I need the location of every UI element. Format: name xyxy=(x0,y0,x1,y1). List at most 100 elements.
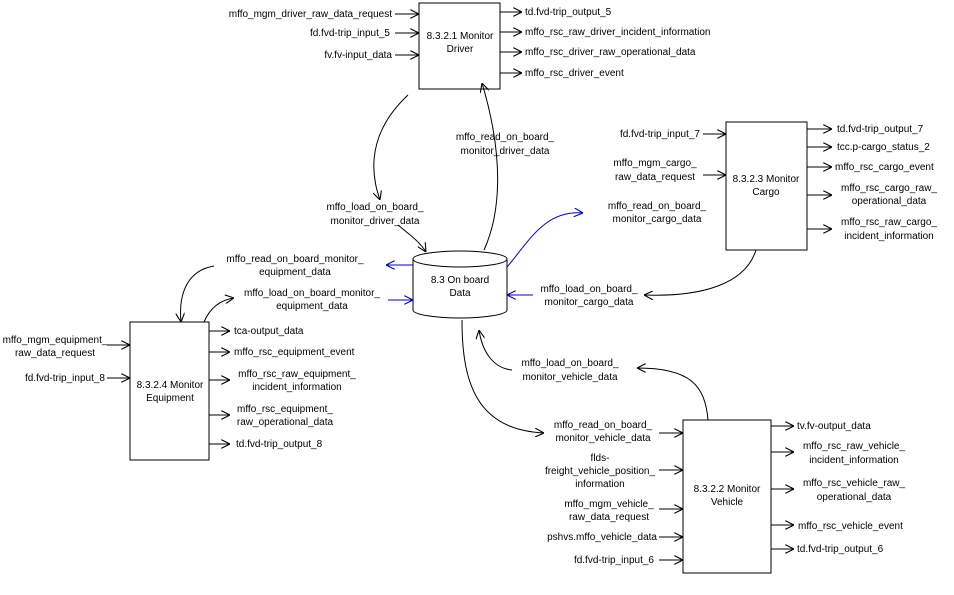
flow-read-driver[interactable]: mffo_read_on_board_ monitor_driver_data xyxy=(456,83,555,251)
flow-driver-in-3[interactable]: fv.fv-input_data xyxy=(324,50,419,61)
flow-driver-in-1-label: mffo_mgm_driver_raw_data_request xyxy=(229,9,392,20)
flow-driver-out-3[interactable]: mffo_rsc_driver_raw_operational_data xyxy=(500,47,696,58)
flow-veh-out-2[interactable]: mffo_rsc_raw_vehicle_ incident_informati… xyxy=(771,441,905,466)
flow-veh-out-2-label-2: incident_information xyxy=(809,455,899,466)
flow-cargo-in-2[interactable]: mffo_mgm_cargo_ raw_data_request xyxy=(613,158,726,183)
flow-load-driver-label-2: monitor_driver_data xyxy=(331,216,420,227)
flow-veh-out-4[interactable]: mffo_rsc_vehicle_event xyxy=(771,521,903,532)
flow-equip-in-2[interactable]: fd.fvd-trip_input_8 xyxy=(25,373,130,384)
flow-veh-out-3[interactable]: mffo_rsc_vehicle_raw_ operational_data xyxy=(771,478,905,503)
process-monitor-equipment-box xyxy=(129,321,210,461)
flow-equip-out-3-label-1: mffo_rsc_raw_equipment_ xyxy=(238,369,356,380)
flow-veh-out-4-label: mffo_rsc_vehicle_event xyxy=(798,521,903,532)
flow-veh-in-2[interactable]: mffo_mgm_vehicle_ raw_data_request xyxy=(564,499,683,523)
flow-load-driver-arrow-2 xyxy=(397,224,426,252)
flow-cargo-in-1-label: fd.fvd-trip_input_7 xyxy=(620,129,700,140)
flow-cargo-in-2-label-2: raw_data_request xyxy=(615,172,695,183)
flow-equip-out-5[interactable]: td.fvd-trip_output_8 xyxy=(209,439,323,450)
flow-veh-out-1[interactable]: tv.fv-output_data xyxy=(771,421,871,432)
flow-driver-out-3-label: mffo_rsc_driver_raw_operational_data xyxy=(525,47,696,58)
flow-veh-out-3-label-2: operational_data xyxy=(817,492,892,503)
flow-load-vehicle[interactable]: mffo_load_on_board_ monitor_vehicle_data xyxy=(479,330,709,421)
flow-veh-in-2-label-1: mffo_mgm_vehicle_ xyxy=(564,499,654,510)
flow-cargo-out-1[interactable]: td.fvd-trip_output_7 xyxy=(807,124,924,135)
flow-cargo-out-3[interactable]: mffo_rsc_cargo_event xyxy=(807,162,934,173)
flow-equip-out-3-label-2: incident_information xyxy=(252,382,342,393)
process-monitor-equipment-label-1: 8.3.2.4 Monitor xyxy=(137,380,204,391)
flow-load-equipment-label-1: mffo_load_on_board_monitor_ xyxy=(244,288,380,299)
flow-cargo-out-4-label-2: operational_data xyxy=(852,196,927,207)
flow-driver-out-4[interactable]: mffo_rsc_driver_event xyxy=(500,68,624,79)
flow-read-vehicle[interactable]: mffo_read_on_board_ monitor_vehicle_data xyxy=(461,319,683,444)
flow-equip-in-1[interactable]: mffo_mgm_equipment_ raw_data_request xyxy=(3,335,130,359)
flow-load-cargo-label-2: monitor_cargo_data xyxy=(545,297,634,308)
flow-equip-out-1[interactable]: tca-output_data xyxy=(209,326,304,337)
flow-veh-out-5-label: td.fvd-trip_output_6 xyxy=(797,544,884,555)
flow-veh-in-1[interactable]: flds- freight_vehicle_position_ informat… xyxy=(545,453,683,490)
flow-read-vehicle-label-1: mffo_read_on_board_ xyxy=(554,420,653,431)
flow-cargo-in-2-label-1: mffo_mgm_cargo_ xyxy=(613,158,697,169)
process-monitor-vehicle[interactable]: 8.3.2.2 Monitor Vehicle xyxy=(682,419,772,574)
flow-load-cargo[interactable]: mffo_load_on_board_ monitor_cargo_data xyxy=(507,249,757,308)
flow-driver-out-2[interactable]: mffo_rsc_raw_driver_incident_information xyxy=(500,27,710,38)
flow-read-cargo-label-2: monitor_cargo_data xyxy=(613,214,702,225)
flow-cargo-out-2-label: tcc.p-cargo_status_2 xyxy=(837,142,930,153)
flow-equip-out-3[interactable]: mffo_rsc_raw_equipment_ incident_informa… xyxy=(209,369,356,393)
flow-equip-out-4[interactable]: mffo_rsc_equipment_ raw_operational_data xyxy=(209,404,334,428)
flow-cargo-in-1[interactable]: fd.fvd-trip_input_7 xyxy=(620,129,726,140)
flow-driver-out-1[interactable]: td.fvd-trip_output_5 xyxy=(500,7,612,18)
process-monitor-equipment[interactable]: 8.3.2.4 Monitor Equipment xyxy=(129,321,210,461)
flow-load-vehicle-label-1: mffo_load_on_board_ xyxy=(521,358,619,369)
flow-driver-out-1-label: td.fvd-trip_output_5 xyxy=(525,7,612,18)
flow-read-equipment[interactable]: mffo_read_on_board_monitor_ equipment_da… xyxy=(181,254,413,322)
flow-driver-in-2-label: fd.fvd-trip_input_5 xyxy=(310,28,390,39)
flow-read-driver-arrow xyxy=(482,83,499,251)
flow-driver-in-3-label: fv.fv-input_data xyxy=(324,50,392,61)
flow-driver-out-2-label: mffo_rsc_raw_driver_incident_information xyxy=(525,27,710,38)
flow-veh-in-3[interactable]: pshvs.mffo_vehicle_data xyxy=(547,532,683,543)
flow-cargo-out-5[interactable]: mffo_rsc_raw_cargo_ incident_information xyxy=(807,217,937,242)
process-monitor-cargo-box xyxy=(725,121,808,251)
flow-veh-in-1-label-1: flds- xyxy=(591,453,610,464)
flow-equip-in-1-label-1: mffo_mgm_equipment_ xyxy=(3,335,108,346)
process-monitor-driver-label-2: Driver xyxy=(447,44,474,55)
datastore-on-board-data[interactable]: 8.3 On board Data xyxy=(412,250,508,319)
flow-veh-in-1-label-2: freight_vehicle_position_ xyxy=(545,466,656,477)
flow-load-equipment[interactable]: mffo_load_on_board_monitor_ equipment_da… xyxy=(203,288,413,323)
process-monitor-equipment-label-2: Equipment xyxy=(146,393,194,404)
flow-driver-in-1[interactable]: mffo_mgm_driver_raw_data_request xyxy=(229,9,419,20)
flow-equip-in-1-label-2: raw_data_request xyxy=(15,348,95,359)
flow-veh-out-1-label: tv.fv-output_data xyxy=(797,421,871,432)
flow-load-driver-label-1: mffo_load_on_board_ xyxy=(326,202,424,213)
datastore-body xyxy=(412,259,508,319)
flow-read-vehicle-label-2: monitor_vehicle_data xyxy=(555,433,650,444)
flow-read-equipment-label-1: mffo_read_on_board_monitor_ xyxy=(226,254,364,265)
flow-read-cargo-arrow xyxy=(506,213,583,268)
flow-veh-in-4[interactable]: fd.fvd-trip_input_6 xyxy=(574,555,683,566)
flow-driver-in-2[interactable]: fd.fvd-trip_input_5 xyxy=(310,28,419,39)
flow-veh-in-3-label: pshvs.mffo_vehicle_data xyxy=(547,532,657,543)
flow-cargo-out-5-label-2: incident_information xyxy=(844,231,934,242)
process-monitor-cargo[interactable]: 8.3.2.3 Monitor Cargo xyxy=(725,121,808,251)
flow-load-equipment-label-2: equipment_data xyxy=(276,301,348,312)
flow-load-equipment-arrow-1 xyxy=(203,298,234,323)
flow-veh-out-3-label-1: mffo_rsc_vehicle_raw_ xyxy=(803,478,906,489)
flow-cargo-out-4[interactable]: mffo_rsc_cargo_raw_ operational_data xyxy=(807,183,937,207)
flow-cargo-out-5-label-1: mffo_rsc_raw_cargo_ xyxy=(841,217,937,228)
process-monitor-driver-box xyxy=(418,2,501,90)
datastore-top xyxy=(412,250,508,268)
flow-load-driver[interactable]: mffo_load_on_board_ monitor_driver_data xyxy=(326,94,426,252)
flow-veh-out-5[interactable]: td.fvd-trip_output_6 xyxy=(771,544,884,555)
flow-read-cargo[interactable]: mffo_read_on_board_ monitor_cargo_data xyxy=(506,201,707,268)
flow-load-vehicle-arrow-2 xyxy=(479,330,513,371)
process-monitor-driver[interactable]: 8.3.2.1 Monitor Driver xyxy=(418,2,501,90)
flow-read-driver-label-2: monitor_driver_data xyxy=(461,146,550,157)
flow-cargo-out-2[interactable]: tcc.p-cargo_status_2 xyxy=(807,142,930,153)
flow-equip-out-1-label: tca-output_data xyxy=(234,326,304,337)
process-monitor-driver-label-1: 8.3.2.1 Monitor xyxy=(427,31,494,42)
datastore-label-2: Data xyxy=(449,288,471,299)
flow-equip-out-2-label: mffo_rsc_equipment_event xyxy=(234,347,355,358)
flow-equip-out-2[interactable]: mffo_rsc_equipment_event xyxy=(209,347,355,358)
flow-veh-in-2-label-2: raw_data_request xyxy=(569,512,649,523)
